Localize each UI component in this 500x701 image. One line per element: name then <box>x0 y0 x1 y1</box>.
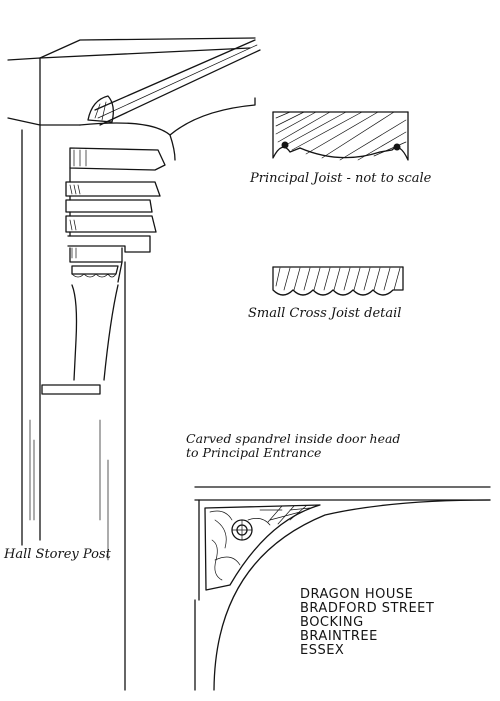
spandrel-label: Carved spandrel inside door head to Prin… <box>186 432 400 460</box>
principal-joist-label: Principal Joist - not to scale <box>250 171 432 186</box>
hall-storey-post-drawing <box>7 37 261 691</box>
address-block: DRAGON HOUSE BRADFORD STREET BOCKING BRA… <box>300 588 434 658</box>
address-line: BRAINTREE <box>300 629 378 644</box>
spandrel-label-line: to Principal Entrance <box>186 444 322 460</box>
address-line: DRAGON HOUSE <box>300 587 414 602</box>
small-cross-joist-label: Small Cross Joist detail <box>248 306 402 321</box>
principal-joist-detail <box>272 111 409 161</box>
address-line: BOCKING <box>300 615 364 630</box>
address-line: BRADFORD STREET <box>300 601 435 616</box>
carved-spandrel-drawing <box>194 486 491 691</box>
small-cross-joist-detail <box>272 266 404 296</box>
address-line: ESSEX <box>300 643 345 658</box>
hall-storey-post-label: Hall Storey Post <box>4 547 111 562</box>
spandrel-label-line: Carved spandrel inside door head <box>186 431 401 446</box>
